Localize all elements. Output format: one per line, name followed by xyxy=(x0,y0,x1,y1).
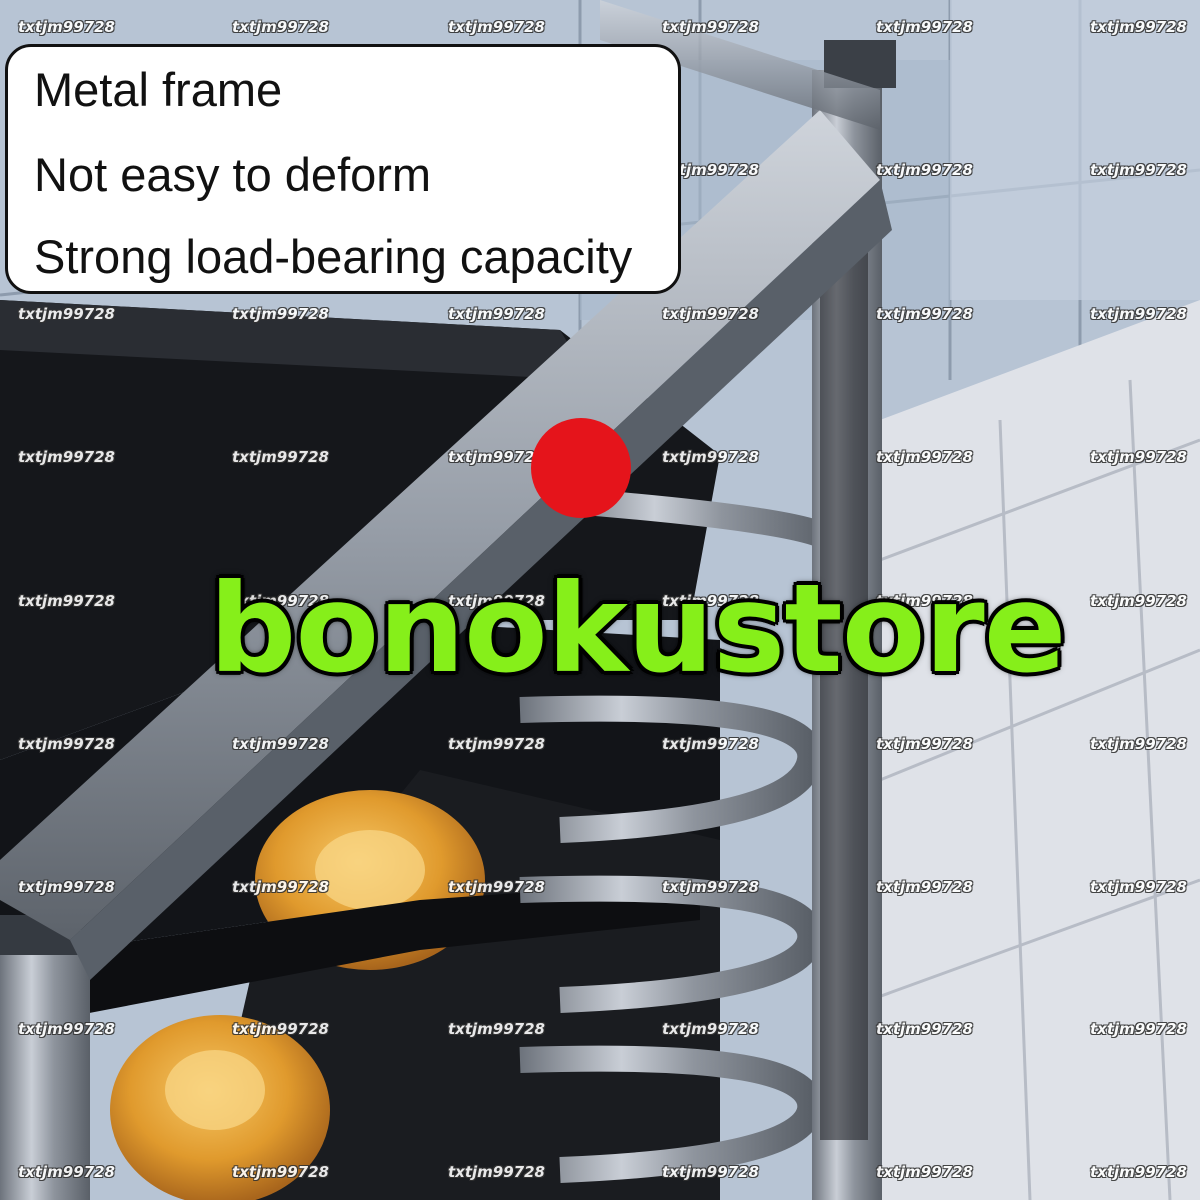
watermark-text: txtjm99728 xyxy=(662,735,759,753)
watermark-text: txtjm99728 xyxy=(232,1020,329,1038)
watermark-text: txtjm99728 xyxy=(448,1163,545,1181)
watermark-text: txtjm99728 xyxy=(1090,1020,1187,1038)
red-dot-marker xyxy=(531,418,631,518)
caption-metal-frame: Metal frame xyxy=(34,63,283,116)
watermark-text: txtjm99728 xyxy=(662,878,759,896)
feature-caption-box: Metal frame Not easy to deform Strong lo… xyxy=(5,44,681,294)
watermark-text: txtjm99728 xyxy=(18,878,115,896)
front-post xyxy=(0,930,90,1200)
watermark-text: txtjm99728 xyxy=(232,735,329,753)
diagonal-beam xyxy=(0,110,880,940)
watermark-text: txtjm99728 xyxy=(232,448,329,466)
watermark-text: txtjm99728 xyxy=(1090,735,1187,753)
watermark-text: txtjm99728 xyxy=(662,448,759,466)
floor-tiles xyxy=(869,379,1200,1200)
watermark-text: txtjm99728 xyxy=(232,592,329,610)
watermark-text: txtjm99728 xyxy=(448,18,545,36)
watermark-text: txtjm99728 xyxy=(662,18,759,36)
watermark-text: txtjm99728 xyxy=(876,1163,973,1181)
watermark-text: txtjm99728 xyxy=(1090,161,1187,179)
caption-load-bearing: Strong load-bearing capacity xyxy=(34,230,633,283)
watermark-text: txtjm99728 xyxy=(448,1020,545,1038)
watermark-text: txtjm99728 xyxy=(876,878,973,896)
watermark-text: txtjm99728 xyxy=(232,18,329,36)
watermark-text: txtjm99728 xyxy=(232,1163,329,1181)
watermark-text: txtjm99728 xyxy=(232,305,329,323)
watermark-text: txtjm99728 xyxy=(448,735,545,753)
watermark-text: txtjm99728 xyxy=(662,592,759,610)
watermark-text: txtjm99728 xyxy=(1090,878,1187,896)
watermark-text: txtjm99728 xyxy=(1090,18,1187,36)
watermark-text: txtjm99728 xyxy=(1090,448,1187,466)
watermark-text: txtjm99728 xyxy=(876,18,973,36)
watermark-text: txtjm99728 xyxy=(1090,1163,1187,1181)
watermark-text: txtjm99728 xyxy=(876,161,973,179)
watermark-text: txtjm99728 xyxy=(448,592,545,610)
watermark-text: txtjm99728 xyxy=(18,18,115,36)
watermark-text: txtjm99728 xyxy=(876,592,973,610)
watermark-text: txtjm99728 xyxy=(18,448,115,466)
watermark-text: txtjm99728 xyxy=(232,878,329,896)
caption-not-easy-to-deform: Not easy to deform xyxy=(34,148,432,201)
brand-watermark-text: bonokustore xyxy=(209,558,1066,700)
watermark-text: txtjm99728 xyxy=(18,1163,115,1181)
watermark-text: txtjm99728 xyxy=(662,161,759,179)
watermark-text: txtjm99728 xyxy=(876,448,973,466)
watermark-text: txtjm99728 xyxy=(876,735,973,753)
watermark-text: txtjm99728 xyxy=(18,1020,115,1038)
watermark-text: txtjm99728 xyxy=(18,735,115,753)
watermark-text: txtjm99728 xyxy=(662,1163,759,1181)
watermark-text: txtjm99728 xyxy=(876,1020,973,1038)
watermark-text: txtjm99728 xyxy=(1090,592,1187,610)
watermark-text: txtjm99728 xyxy=(1090,305,1187,323)
watermark-text: txtjm99728 xyxy=(662,1020,759,1038)
watermark-text: txtjm99728 xyxy=(876,305,973,323)
watermark-text: txtjm99728 xyxy=(448,448,545,466)
watermark-text: txtjm99728 xyxy=(448,878,545,896)
watermark-text: txtjm99728 xyxy=(448,305,545,323)
watermark-text: txtjm99728 xyxy=(18,305,115,323)
watermark-text: txtjm99728 xyxy=(18,592,115,610)
watermark-text: txtjm99728 xyxy=(662,305,759,323)
